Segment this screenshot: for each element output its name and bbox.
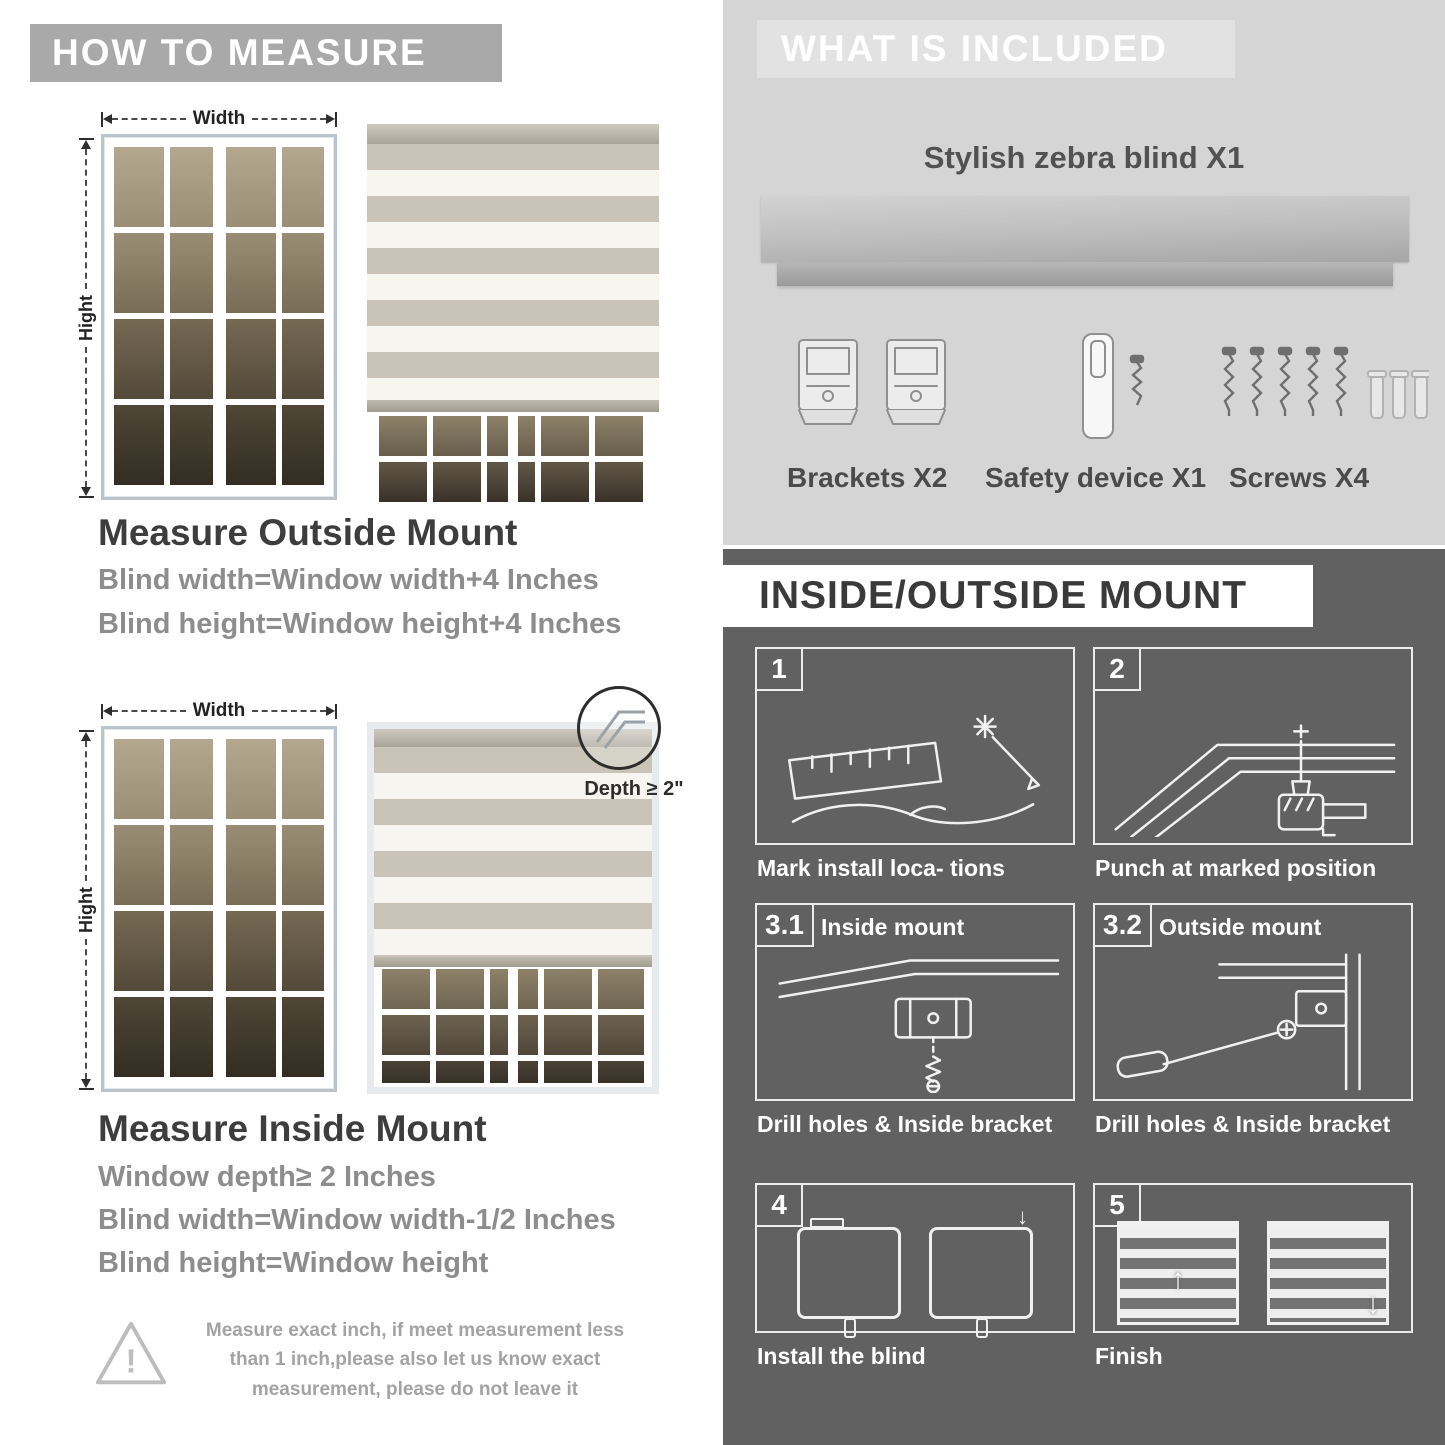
window-illustration-outside: Width Hight — [75, 108, 337, 503]
inside-width-formula: Blind width=Window width-1/2 Inches — [98, 1204, 616, 1236]
depth-callout-circle — [577, 686, 661, 770]
down-arrow-icon: ↓ — [1017, 1204, 1028, 1229]
up-arrow-icon: ↑ — [1171, 1263, 1185, 1294]
step-5-box: 5 ↑ ↓ — [1093, 1183, 1413, 1333]
blind-headrail — [367, 124, 659, 144]
arrow-right-icon — [326, 114, 335, 124]
how-to-measure-header: HOW TO MEASURE — [30, 24, 502, 82]
inside-depth-formula: Window depth≥ 2 Inches — [98, 1161, 436, 1193]
step-3-2-title: Outside mount — [1159, 914, 1322, 940]
step-1-box: 1 — [755, 647, 1075, 845]
what-is-included-section: WHAT IS INCLUDED Stylish zebra blind X1 — [723, 0, 1445, 545]
step-1-illustration — [763, 693, 1067, 837]
step-1-number: 1 — [757, 649, 803, 691]
arrow-left-icon — [103, 114, 112, 124]
window-peek — [374, 967, 652, 1083]
width-arrow: Width — [101, 108, 337, 130]
step-3-1-illustration — [763, 949, 1067, 1094]
zebra-blind-illustration-outside — [367, 124, 659, 502]
mount-instructions-section: INSIDE/OUTSIDE MOUNT 1 2 — [723, 549, 1445, 1445]
inside-height-formula: Blind height=Window height — [98, 1247, 489, 1279]
step-3-2-illustration — [1101, 949, 1405, 1093]
height-arrow: Hight — [75, 730, 97, 1091]
blind-headrail-image — [761, 196, 1409, 262]
blind-cassette: ↓ — [929, 1204, 1033, 1338]
blind-pull — [844, 1318, 856, 1338]
blind-bottomrail — [367, 400, 659, 412]
step-5-caption: Finish — [1095, 1343, 1163, 1369]
measure-note: ! Measure exact inch, if meet measuremen… — [92, 1316, 644, 1404]
height-label: Hight — [75, 887, 96, 933]
inside-mount-title: Measure Inside Mount — [98, 1108, 487, 1149]
step-4-number: 4 — [757, 1185, 803, 1227]
arrow-right-icon — [326, 706, 335, 716]
window-frame — [101, 726, 337, 1092]
blind-headrail-profile — [777, 262, 1393, 286]
inside-mount-figure: Width Hight — [75, 686, 684, 1095]
step-3-1-number: 3.1 — [757, 905, 814, 947]
step-3-1-caption: Drill holes & Inside bracket — [757, 1111, 1053, 1137]
window-frame — [101, 134, 337, 500]
what-is-included-header: WHAT IS INCLUDED — [757, 20, 1235, 78]
finished-blind: ↑ — [1117, 1221, 1239, 1325]
step-1-caption: Mark install loca- tions — [757, 855, 1005, 881]
bracket-clip-icon — [810, 1218, 844, 1228]
window-panes — [114, 739, 324, 1079]
arrow-up-icon — [81, 732, 91, 741]
step-2-caption: Punch at marked position — [1095, 855, 1377, 881]
step-2-number: 2 — [1095, 649, 1141, 691]
outside-height-formula: Blind height=Window height+4 Inches — [98, 608, 622, 640]
arrow-down-icon — [81, 1079, 91, 1089]
included-blind-label: Stylish zebra blind X1 — [923, 140, 1245, 175]
blind-cassette — [797, 1218, 901, 1338]
step-3-1-title: Inside mount — [821, 914, 965, 940]
arrow-left-icon — [103, 706, 112, 716]
width-label: Width — [192, 700, 246, 721]
width-arrow: Width — [101, 700, 337, 722]
arrow-down-icon — [81, 487, 91, 497]
step-5-illustration: ↑ ↓ — [1095, 1219, 1411, 1327]
safety-device-icon — [1082, 333, 1145, 439]
outside-mount-figure: Width Hight — [75, 108, 665, 503]
arrow-up-icon — [81, 140, 91, 149]
window-illustration-inside: Width Hight — [75, 700, 337, 1095]
height-label: Hight — [75, 295, 96, 341]
depth-label: Depth ≥ 2" — [584, 778, 684, 800]
down-arrow-icon: ↓ — [1366, 1288, 1380, 1319]
step-3-2-caption: Drill holes & Inside bracket — [1095, 1111, 1391, 1137]
svg-text:!: ! — [125, 1344, 136, 1381]
blind-stripes — [367, 144, 659, 400]
outside-mount-title: Measure Outside Mount — [98, 512, 518, 553]
blind-bottomrail — [374, 957, 652, 967]
step-3-2-number: 3.2 — [1095, 905, 1152, 947]
how-to-measure-section: HOW TO MEASURE Width Hight — [30, 24, 684, 1404]
step-3-1-box: 3.1 Inside mount — [755, 903, 1075, 1101]
outside-width-formula: Blind width=Window width+4 Inches — [98, 564, 599, 596]
blind-stripes — [374, 747, 652, 957]
window-corner-icon — [595, 710, 645, 749]
step-4-caption: Install the blind — [757, 1343, 926, 1369]
mount-header: INSIDE/OUTSIDE MOUNT — [723, 565, 1313, 627]
height-arrow: Hight — [75, 138, 97, 499]
safety-device-label: Safety device X1 — [985, 462, 1207, 493]
step-3-2-box: 3.2 Outside mount — [1093, 903, 1413, 1101]
width-label: Width — [192, 108, 246, 129]
step-4-illustration: ↓ — [757, 1204, 1073, 1338]
step-2-illustration — [1101, 693, 1405, 846]
brackets-icon — [798, 339, 946, 425]
measure-note-text: Measure exact inch, if meet measurement … — [205, 1320, 625, 1400]
window-peek — [367, 412, 659, 502]
screws-label: Screws X4 — [1229, 462, 1370, 493]
step-2-box: 2 — [1093, 647, 1413, 846]
brackets-label: Brackets X2 — [787, 462, 948, 493]
step-4-box: 4 ↓ — [755, 1183, 1075, 1338]
screws-icon — [1221, 346, 1429, 419]
window-panes — [114, 147, 324, 487]
finished-blind: ↓ — [1267, 1221, 1389, 1325]
warning-icon: ! — [95, 1321, 167, 1385]
blind-pull — [976, 1318, 988, 1338]
